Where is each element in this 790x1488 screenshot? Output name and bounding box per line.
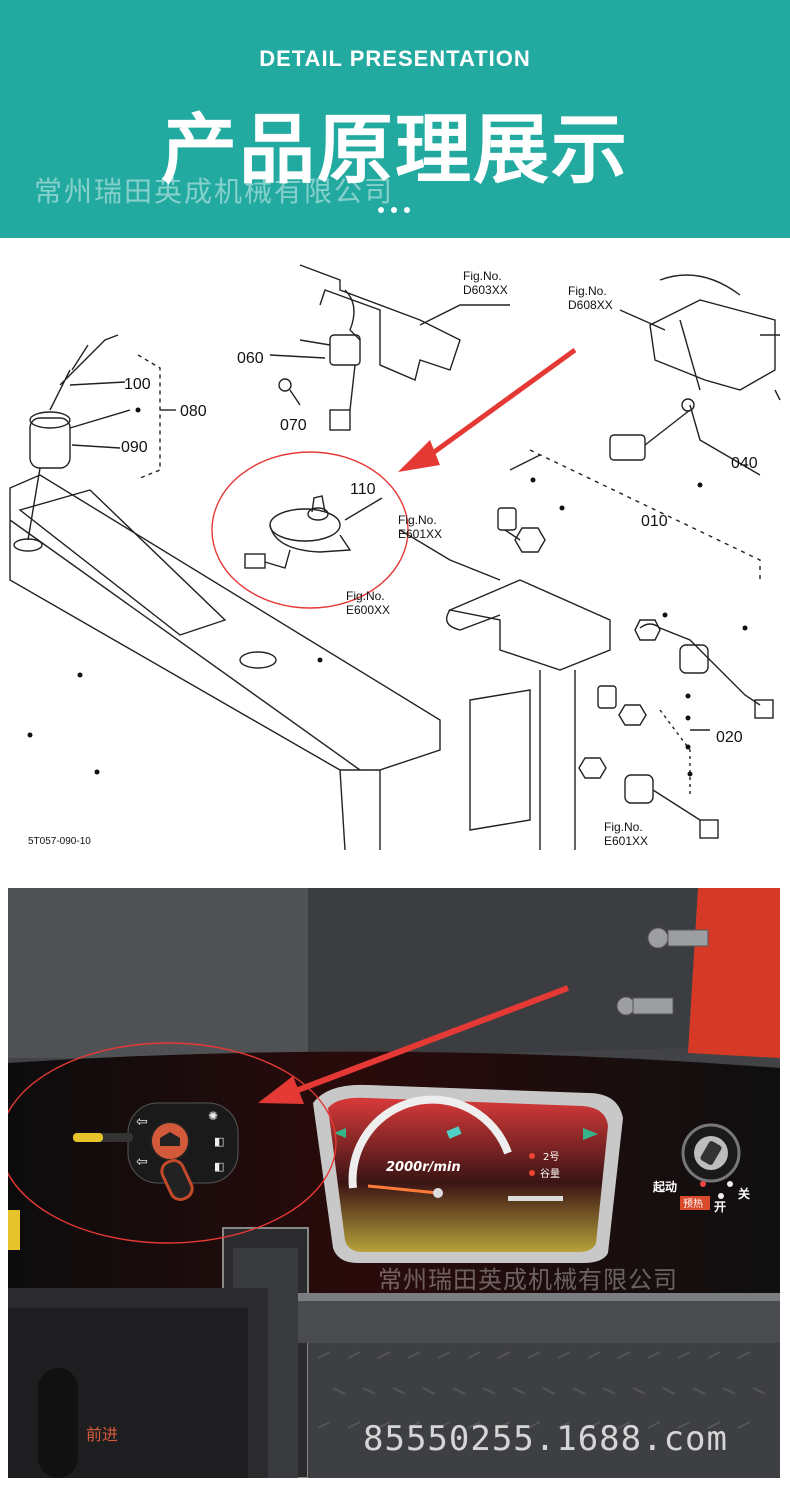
- relay-060: [329, 334, 361, 366]
- switch-connector: [244, 553, 266, 569]
- fig-ref-line: D608XX: [568, 298, 613, 312]
- combination-switch: ⇦ ⇦ ✺ ◧ ◧: [73, 1102, 239, 1201]
- banner-subtitle: DETAIL PRESENTATION: [259, 46, 531, 71]
- part-label-010: 010: [641, 513, 668, 530]
- fig-ref-line: Fig.No.: [346, 589, 385, 603]
- banner-dots: [378, 198, 417, 217]
- dashboard-panel-outline: [9, 474, 441, 771]
- switch-010: [679, 644, 709, 674]
- drawing-code: 5T057-090-10: [28, 836, 91, 847]
- svg-text:◧: ◧: [214, 1160, 224, 1173]
- fig-ref-line: D603XX: [463, 283, 508, 297]
- header-banner: DETAIL PRESENTATION 产品原理展示 常州瑞田英成机械有限公司: [0, 0, 790, 238]
- gauge-number: 2号: [543, 1151, 559, 1163]
- highlight-arrow: [428, 347, 577, 458]
- switch-020: [624, 774, 654, 804]
- svg-text:⇦: ⇦: [136, 1154, 148, 1170]
- fig-ref-e601-upper: Fig.No.E601XX: [398, 513, 442, 541]
- ignition-key-switch: 起动 预热 开 关: [652, 1123, 750, 1214]
- part-label-020: 020: [716, 729, 743, 746]
- fig-ref-line: Fig.No.: [398, 513, 437, 527]
- d603-bracket: [299, 264, 461, 381]
- part-label-100: 100: [124, 376, 151, 393]
- shop-url: 85550255.1688.com: [363, 1419, 728, 1459]
- part-label-080: 080: [180, 403, 207, 420]
- svg-text:Fig.No.D603XX: Fig.No.D603XX: [463, 269, 508, 297]
- fig-ref-d603: Fig.No.D603XX: [463, 269, 508, 297]
- parts-diagram: 100 080 090 060 070 110 010 040 020 Fig.…: [0, 250, 790, 860]
- banner-title: 产品原理展示: [161, 105, 629, 194]
- spring-upper: [497, 507, 517, 531]
- key-on-label: 开: [714, 1200, 726, 1214]
- spring-020: [597, 685, 617, 709]
- e601-bracket-lower: [469, 689, 531, 831]
- fig-ref-line: E601XX: [398, 527, 442, 541]
- svg-text:Fig.No.D608XX: Fig.No.D608XX: [568, 284, 613, 312]
- keyhole-cutout: [13, 538, 43, 552]
- connector-020: [699, 819, 719, 839]
- svg-text:✺: ✺: [208, 1109, 218, 1123]
- fig-ref-line: Fig.No.: [463, 269, 502, 283]
- key-start-label: 起动: [652, 1179, 677, 1194]
- red-body: [688, 888, 780, 1058]
- fig-ref-d608: Fig.No.D608XX: [568, 284, 613, 312]
- part-label-110: 110: [350, 481, 376, 498]
- photo-highlight-circle: [8, 1042, 337, 1244]
- connector-070: [329, 409, 351, 431]
- nut-upper: [514, 527, 546, 553]
- svg-text:Fig.No.E600XX: Fig.No.E600XX: [346, 589, 390, 617]
- connector-010: [754, 699, 774, 719]
- switch-cutout: [239, 651, 277, 669]
- photo-watermark: 常州瑞田英成机械有限公司: [378, 1266, 678, 1294]
- bolt-070: [278, 378, 292, 392]
- nut-020: [618, 704, 647, 726]
- photo-highlight-arrow: [296, 985, 570, 1093]
- key-off-label: 关: [738, 1186, 750, 1201]
- dashboard-photo: ⇦ ⇦ ✺ ◧ ◧ 2000r/min 2号 谷量 起动 预热: [8, 888, 780, 1478]
- nut-020b: [578, 757, 607, 779]
- svg-text:Fig.No.E601XX: Fig.No.E601XX: [398, 513, 442, 541]
- svg-text:◧: ◧: [214, 1135, 224, 1148]
- highlight-circle: [211, 451, 409, 609]
- sensor-040: [609, 434, 646, 461]
- svg-text:Fig.No.E601XX: Fig.No.E601XX: [604, 820, 648, 848]
- nut-010: [634, 619, 661, 641]
- panel-slot: [18, 489, 227, 636]
- e601-bracket-upper: [447, 579, 611, 671]
- key-preheat-label: 预热: [683, 1197, 703, 1210]
- part-label-060: 060: [237, 350, 264, 367]
- part-label-090: 090: [121, 439, 148, 456]
- banner-watermark: 常州瑞田英成机械有限公司: [34, 175, 395, 208]
- combination-switch-110: [269, 508, 341, 542]
- ignition-key: [49, 334, 119, 411]
- arrow-head: [398, 440, 440, 472]
- fig-ref-line: E601XX: [604, 834, 648, 848]
- svg-text:⇦: ⇦: [136, 1114, 148, 1130]
- gauge-reading: 2000r/min: [386, 1160, 461, 1175]
- gauge-label: 谷量: [540, 1168, 560, 1180]
- forward-label: 前进: [86, 1425, 118, 1444]
- fig-ref-line: E600XX: [346, 603, 390, 617]
- d608-bracket: [649, 299, 776, 391]
- fig-ref-line: Fig.No.: [604, 820, 643, 834]
- fig-ref-e600: Fig.No.E600XX: [346, 589, 390, 617]
- ignition-switch: [29, 417, 71, 469]
- part-label-070: 070: [280, 417, 307, 434]
- part-label-040: 040: [731, 455, 758, 472]
- fig-ref-e601-lower: Fig.No.E601XX: [604, 820, 648, 848]
- fig-ref-line: Fig.No.: [568, 284, 607, 298]
